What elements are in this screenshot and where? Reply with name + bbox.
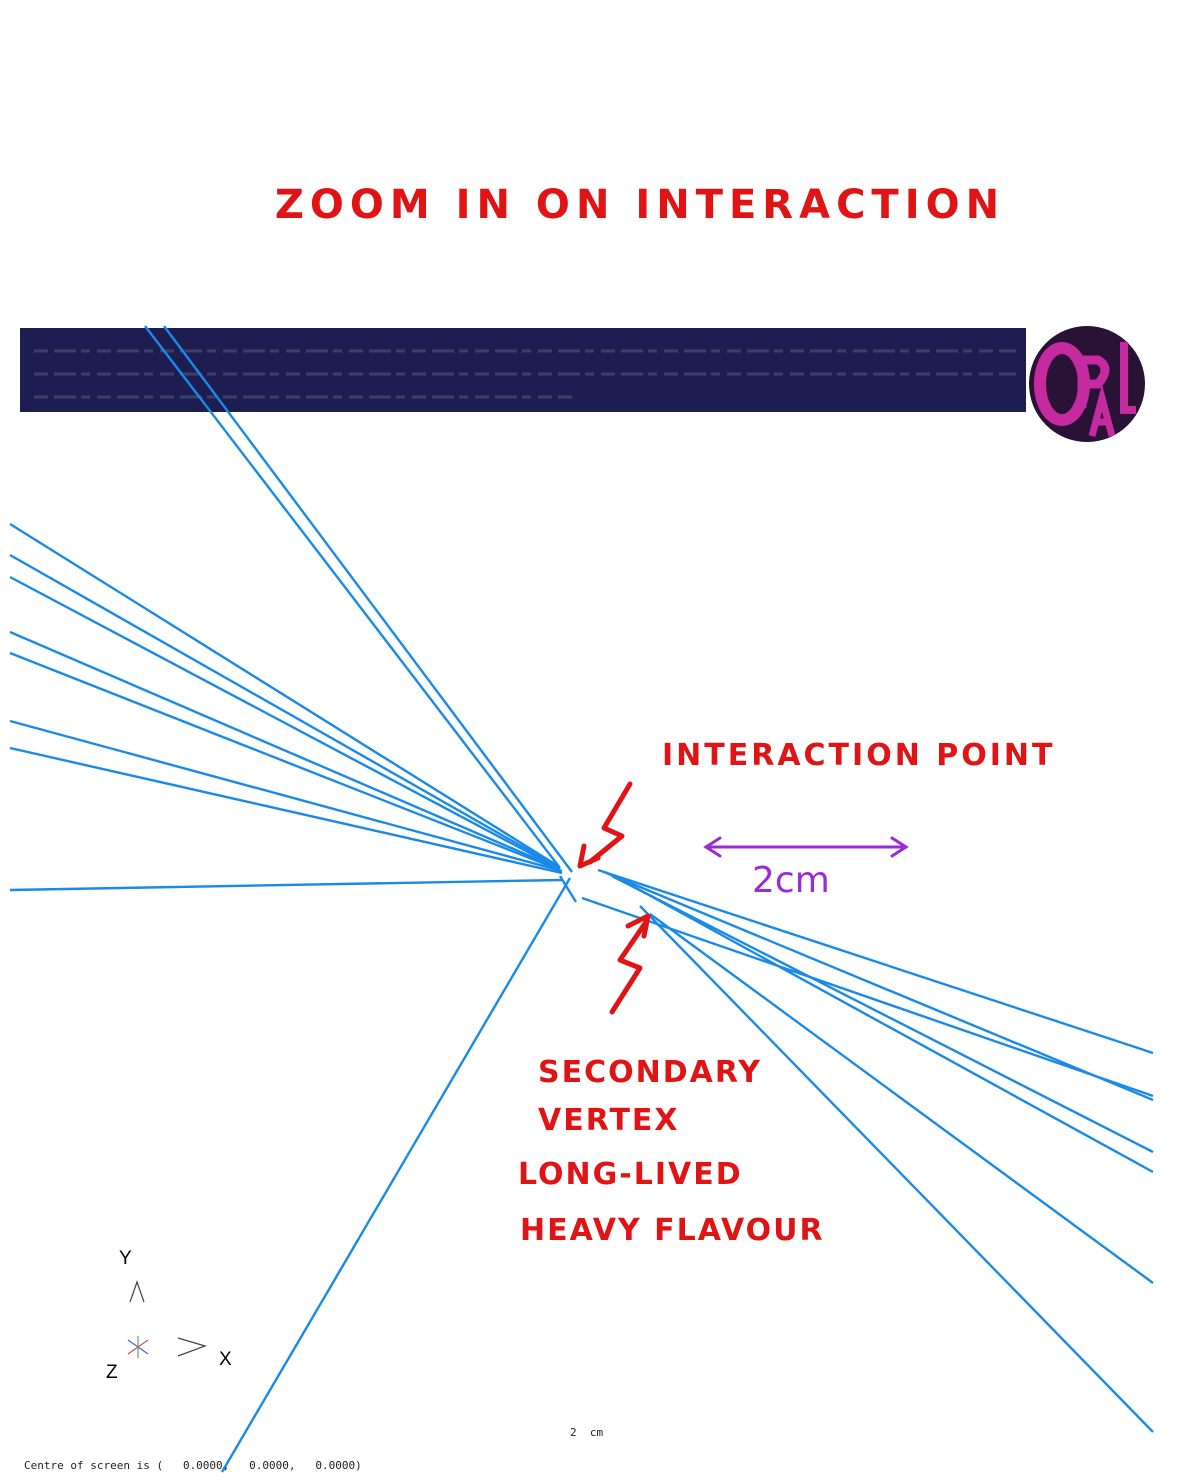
track-line [163,325,573,873]
track-line [9,746,563,875]
interaction-point-label: INTERACTION POINT [662,738,1055,773]
opal-logo [1029,326,1145,442]
secondary-vertex-label: SECONDARY VERTEX LONG-LIVED HEAVY FLAVOU… [518,1055,825,1248]
track-line [558,875,578,903]
track-line [617,876,1154,1174]
track-line [220,877,572,1473]
track-line [9,553,559,869]
track-line [611,874,1154,1154]
page-title: ZOOM IN ON INTERACTION [275,182,1005,228]
track-line [9,575,559,870]
x-axis-label: X [219,1349,232,1370]
y-arrow-icon [129,1280,145,1303]
scale-arrow [703,836,909,858]
track-line [9,522,559,868]
tracks [9,325,1154,1473]
svg-text:HEAVY FLAVOUR: HEAVY FLAVOUR [520,1213,825,1248]
z-axis-label: Z [106,1362,118,1383]
track-line [9,630,561,871]
track-line [9,878,563,892]
centre-readout: Centre of screen is ( 0.0000, 0.0000, 0.… [24,1459,362,1472]
track-line [144,325,561,869]
axis-indicator: Y X Z [106,1248,232,1383]
scale-readout: 2 cm [570,1426,603,1439]
track-line [649,913,1154,1284]
track-line [9,651,561,872]
track-line [603,870,1154,1102]
track-line [9,719,563,873]
track-line [581,896,1154,1098]
origin-cross-icon [127,1336,149,1358]
svg-text:LONG-LIVED: LONG-LIVED [518,1157,743,1192]
svg-text:VERTEX: VERTEX [538,1103,680,1138]
secondary-vertex-arrow [609,913,651,1015]
track-line [639,905,1154,1433]
track-line [597,868,1154,1055]
interaction-point-arrow [577,781,633,869]
info-banner [20,328,1026,412]
y-axis-label: Y [119,1248,132,1269]
info-banner-illegible-text [34,349,1016,399]
scale-label: 2cm [752,860,830,901]
x-arrow-icon [177,1337,207,1357]
svg-text:SECONDARY: SECONDARY [538,1055,762,1090]
